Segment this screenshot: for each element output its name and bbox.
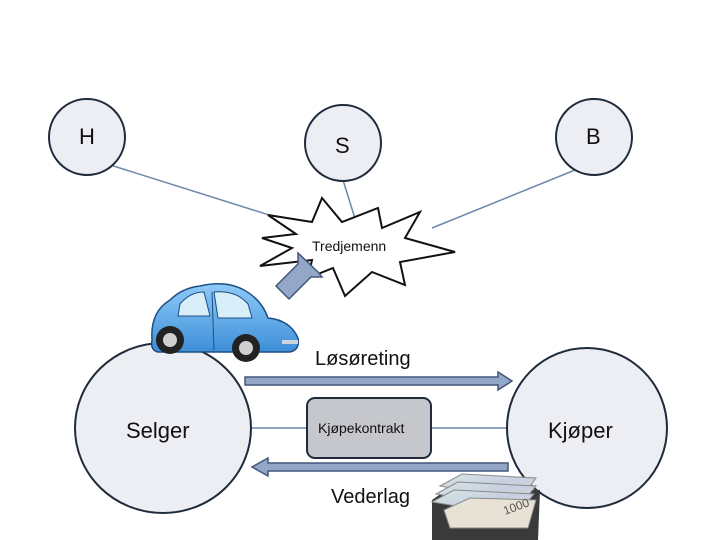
node-seller-label: Selger — [126, 418, 190, 443]
arrow-vederlag — [250, 456, 509, 478]
node-buyer-label: Kjøper — [548, 418, 613, 443]
flow-property-label: Løsøreting — [315, 348, 411, 370]
node-b-circle[interactable] — [555, 98, 633, 176]
connector-b-tredjemenn — [431, 169, 576, 229]
node-h-label: H — [79, 124, 95, 149]
car-icon — [150, 283, 300, 362]
flow-consideration-label: Vederlag — [331, 486, 410, 508]
connector-h-tredjemenn — [103, 162, 286, 221]
node-kjoper-circle[interactable] — [506, 347, 668, 509]
third-party-label: Tredjemenn — [312, 238, 387, 254]
block-arrow-icon — [274, 251, 324, 301]
connector-lines — [103, 162, 576, 429]
node-s-label: S — [335, 133, 350, 158]
contract-label: Kjøpekontrakt — [318, 420, 405, 436]
banknotes-icon: 1000 — [430, 473, 540, 540]
node-b-label: B — [586, 124, 601, 149]
node-s-circle[interactable] — [304, 104, 382, 182]
contract-box[interactable] — [306, 397, 432, 459]
node-h-circle[interactable] — [48, 98, 126, 176]
arrow-losoreting — [244, 370, 514, 392]
starburst-icon[interactable] — [259, 196, 456, 298]
